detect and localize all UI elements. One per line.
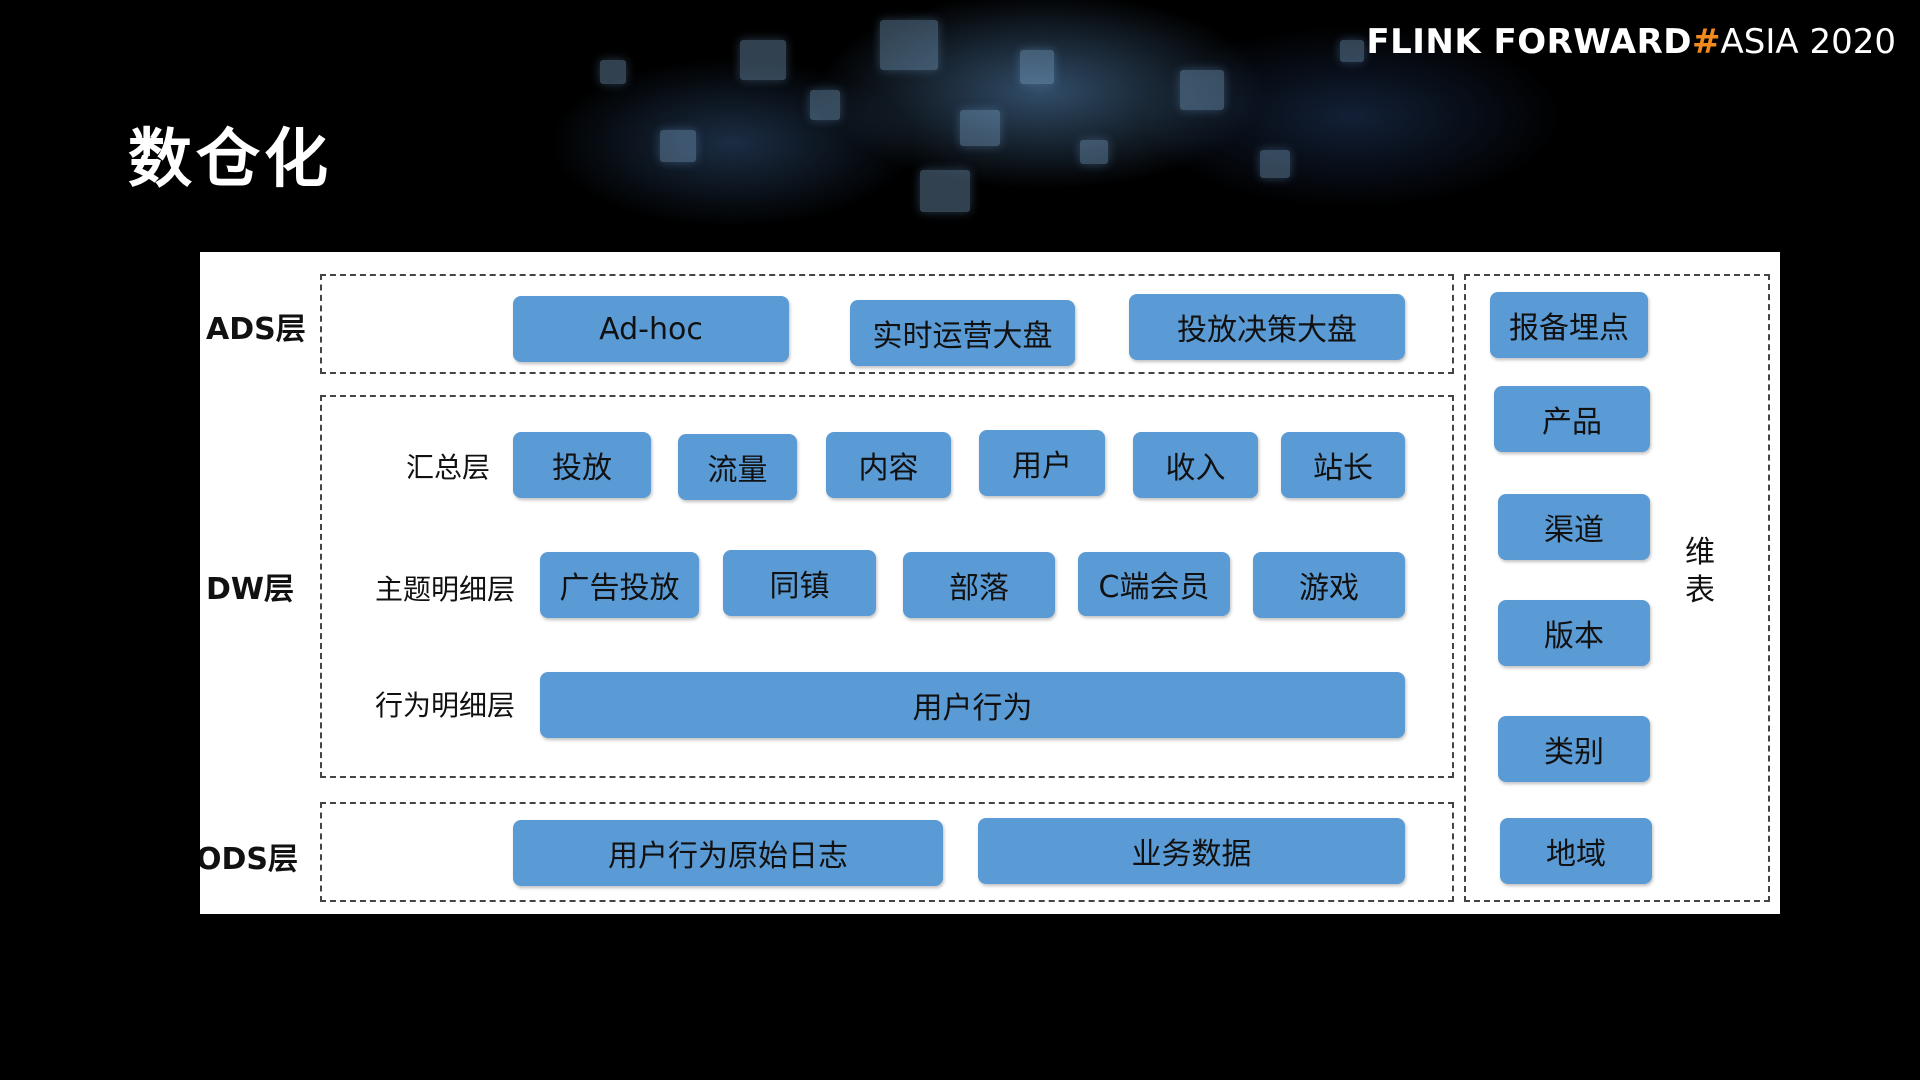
summary-box-webmaster: 站长: [1281, 432, 1405, 498]
ads-box-adhoc: Ad-hoc: [513, 296, 789, 362]
dimension-label-line2: 表: [1685, 573, 1715, 608]
dim-box-region: 地域: [1500, 818, 1652, 884]
dim-box-category: 类别: [1498, 716, 1650, 782]
topic-box-tribe: 部落: [903, 552, 1055, 618]
ads-layer-label: ADS层: [206, 312, 306, 347]
dw-layer-label: DW层: [206, 572, 294, 607]
topic-box-ad-delivery: 广告投放: [540, 552, 699, 618]
page-title: 数仓化: [128, 123, 332, 197]
ods-box-raw-log: 用户行为原始日志: [513, 820, 943, 886]
dim-box-channel: 渠道: [1498, 494, 1650, 560]
brand-part2: ASIA 2020: [1720, 22, 1896, 62]
dw-layer-frame: [320, 395, 1454, 778]
summary-box-content: 内容: [826, 432, 951, 498]
topic-box-town: 同镇: [723, 550, 876, 616]
summary-box-revenue: 收入: [1133, 432, 1258, 498]
background-art: [360, 0, 1600, 260]
topic-box-game: 游戏: [1253, 552, 1405, 618]
ods-box-business-data: 业务数据: [978, 818, 1405, 884]
brand-logo: FLINK FORWARD#ASIA 2020: [1366, 18, 1896, 66]
ads-box-delivery-decision: 投放决策大盘: [1129, 294, 1405, 360]
dimension-frame: [1464, 274, 1770, 902]
ods-layer-frame: [320, 802, 1454, 902]
topic-detail-layer-label: 主题明细层: [374, 573, 515, 606]
behavior-detail-layer-label: 行为明细层: [374, 689, 515, 722]
brand-hash: #: [1692, 22, 1721, 62]
behavior-box-user-behavior: 用户行为: [540, 672, 1405, 738]
dim-box-version: 版本: [1498, 600, 1650, 666]
ods-layer-label: ODS层: [200, 842, 299, 877]
ads-box-realtime-ops: 实时运营大盘: [850, 300, 1075, 366]
dimension-label-line1: 维: [1685, 535, 1715, 570]
warehouse-diagram: ADS层 DW层 ODS层 汇总层 主题明细层 行为明细层 Ad-hoc 实时运…: [200, 252, 1780, 914]
dim-box-report-tracking: 报备埋点: [1490, 292, 1648, 358]
ads-layer-frame: [320, 274, 1454, 374]
summary-box-traffic: 流量: [678, 434, 797, 500]
dimension-table-label: 维 表: [1682, 534, 1718, 610]
summary-layer-label: 汇总层: [405, 451, 490, 484]
dim-box-product: 产品: [1494, 386, 1650, 452]
brand-part1: FLINK FORWARD: [1366, 22, 1693, 62]
summary-box-delivery: 投放: [513, 432, 651, 498]
topic-box-c-member: C端会员: [1078, 552, 1230, 616]
summary-box-user: 用户: [979, 430, 1105, 496]
